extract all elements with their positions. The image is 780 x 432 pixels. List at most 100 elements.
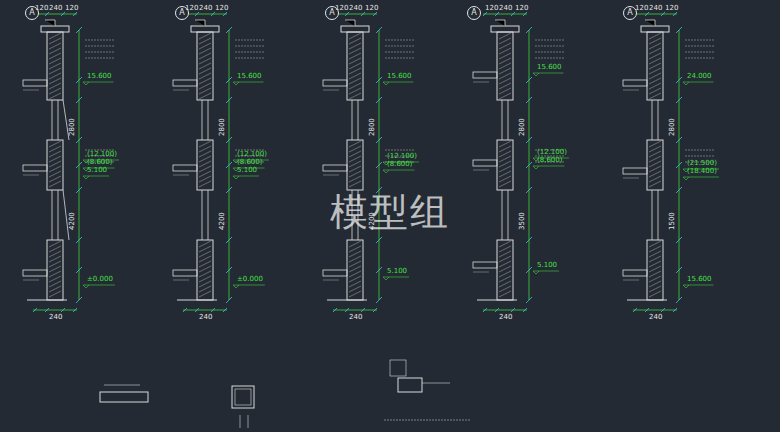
axis-letter: A — [329, 9, 334, 17]
note-line — [685, 40, 715, 41]
dimension-text: 3500 — [519, 212, 526, 230]
elevation-mark: (8.600) — [387, 161, 413, 168]
dimension-text: 240 — [199, 314, 212, 321]
dimension-text: 120 — [515, 5, 528, 12]
dimension-text: 2800 — [69, 118, 76, 136]
note-line — [385, 150, 415, 151]
note-line — [85, 58, 115, 59]
dimension-text: 4200 — [69, 212, 76, 230]
elevation-mark: (12.100) — [537, 149, 567, 156]
note-line — [235, 40, 265, 41]
elevation-mark: 5.100 — [87, 167, 107, 174]
dimension-text: 240 — [199, 5, 212, 12]
elevation-triangle — [233, 176, 239, 179]
note-line — [235, 58, 265, 59]
dimension-text: 120 — [335, 5, 348, 12]
elevation-triangle — [383, 82, 389, 85]
elevation-mark: ±0.000 — [237, 276, 263, 283]
elevation-mark: (12.100) — [87, 151, 117, 158]
elevation-line — [383, 277, 409, 278]
elevation-line — [233, 285, 265, 286]
note-line — [685, 46, 715, 47]
axis-circle: A — [623, 6, 637, 20]
wall-section — [473, 12, 532, 312]
elevation-triangle — [533, 271, 539, 274]
dimension-text: 120 — [365, 5, 378, 12]
dimension-text: 240 — [499, 5, 512, 12]
elevation-mark: (8.600) — [537, 157, 563, 164]
note-line — [235, 46, 265, 47]
elevation-mark: 5.100 — [537, 262, 557, 269]
elevation-mark: 5.100 — [387, 268, 407, 275]
note-line — [685, 58, 715, 59]
note-line — [535, 46, 565, 47]
elevation-mark: (21.500) — [687, 160, 717, 167]
elevation-triangle — [533, 73, 539, 76]
axis-letter: A — [627, 9, 632, 17]
wall-section — [623, 12, 682, 312]
dimension-text: 240 — [499, 314, 512, 321]
note-line — [685, 52, 715, 53]
wall-section — [23, 12, 82, 312]
elevation-line — [83, 82, 114, 83]
elevation-mark: 15.600 — [687, 276, 712, 283]
elevation-mark: (8.600) — [237, 159, 263, 166]
elevation-mark: 15.600 — [237, 73, 262, 80]
dimension-text: 4200 — [219, 212, 226, 230]
dimension-text: 240 — [649, 5, 662, 12]
elevation-line — [83, 285, 115, 286]
dimension-text: 240 — [49, 5, 62, 12]
elevation-line — [533, 166, 565, 167]
dimension-text: 120 — [665, 5, 678, 12]
elevation-mark: (12.100) — [387, 153, 417, 160]
elevation-line — [233, 176, 259, 177]
elevation-mark: 15.600 — [87, 73, 112, 80]
axis-letter: A — [29, 9, 34, 17]
elevation-mark: (12.100) — [237, 151, 267, 158]
wall-section — [173, 12, 232, 312]
elevation-line — [683, 82, 714, 83]
elevation-triangle — [683, 285, 689, 288]
dimension-text: 120 — [185, 5, 198, 12]
dimension-text: 2800 — [369, 118, 376, 136]
elevation-line — [683, 285, 714, 286]
elevation-triangle — [83, 285, 89, 288]
dimension-text: 2800 — [519, 118, 526, 136]
axis-letter: A — [179, 9, 184, 17]
note-line — [685, 150, 715, 151]
dimension-text: 120 — [35, 5, 48, 12]
watermark: 模型组 — [330, 193, 450, 231]
dimension-text: 240 — [349, 314, 362, 321]
elevation-triangle — [683, 82, 689, 85]
elevation-triangle — [233, 82, 239, 85]
elevation-triangle — [83, 176, 89, 179]
dimension-text: 120 — [215, 5, 228, 12]
note-line — [535, 40, 565, 41]
elevation-line — [383, 82, 414, 83]
note-line — [535, 52, 565, 53]
elevation-triangle — [383, 170, 389, 173]
wall-section — [323, 12, 382, 312]
dimension-text: 240 — [49, 314, 62, 321]
elevation-line — [83, 176, 109, 177]
elevation-mark: 15.600 — [387, 73, 412, 80]
axis-circle: A — [467, 6, 481, 20]
dimension-text: 240 — [649, 314, 662, 321]
elevation-line — [533, 271, 559, 272]
elevation-triangle — [383, 277, 389, 280]
note-line — [535, 58, 565, 59]
note-line — [85, 46, 115, 47]
note-line — [385, 40, 415, 41]
note-line — [235, 52, 265, 53]
elevation-line — [383, 170, 415, 171]
elevation-mark: ±0.000 — [87, 276, 113, 283]
elevation-triangle — [533, 166, 539, 169]
dimension-text: 1500 — [669, 212, 676, 230]
elevation-mark: (8.600) — [87, 159, 113, 166]
note-line — [385, 58, 415, 59]
elevation-mark: (18.400) — [687, 168, 717, 175]
elevation-triangle — [233, 285, 239, 288]
axis-letter: A — [471, 9, 476, 17]
note-line — [685, 156, 715, 157]
elevation-mark: 5.100 — [237, 167, 257, 174]
